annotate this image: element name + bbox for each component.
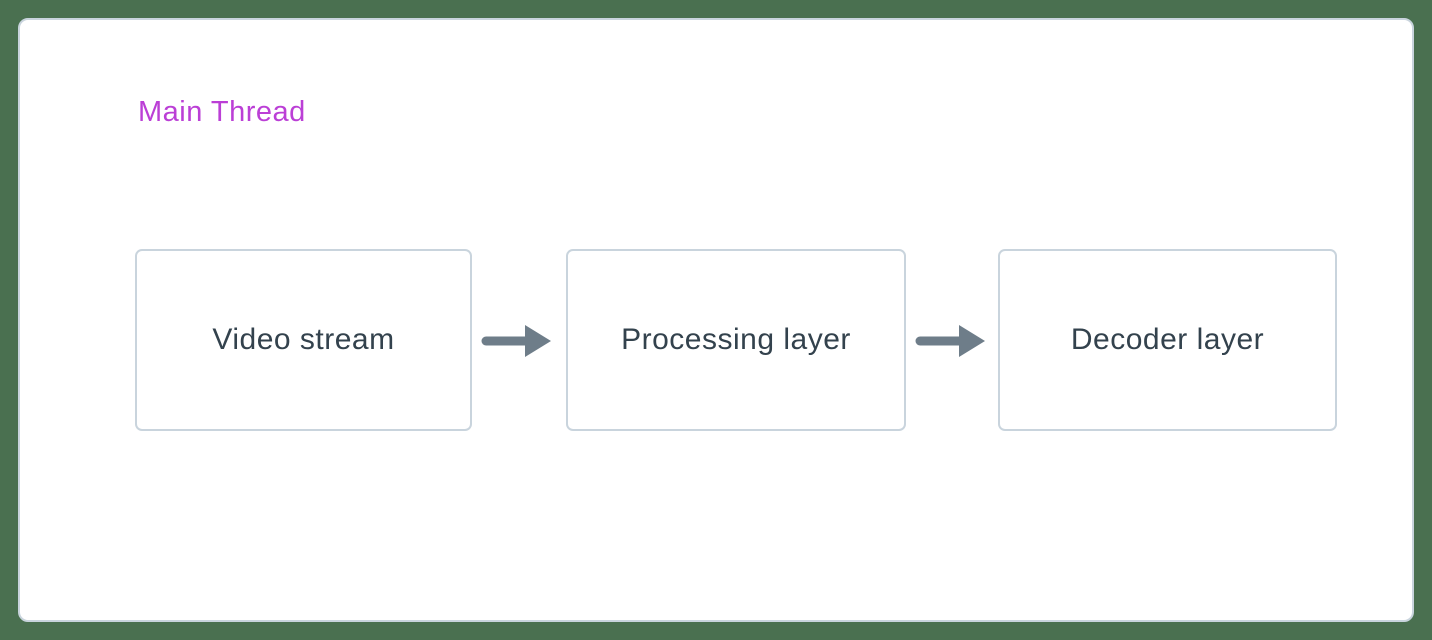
arrow-right-icon (481, 325, 551, 357)
node-label: Video stream (212, 323, 395, 356)
node-label: Decoder layer (1070, 323, 1265, 356)
arrow-right-icon (915, 325, 985, 357)
node-processing-layer: Processing layer (566, 249, 906, 431)
node-decoder-layer: Decoder layer (998, 249, 1337, 431)
node-video-stream: Video stream (135, 249, 472, 431)
main-thread-card: Main Thread Video stream Processing laye… (18, 18, 1414, 622)
diagram-title: Main Thread (138, 96, 306, 128)
node-label: Processing layer (621, 323, 851, 356)
